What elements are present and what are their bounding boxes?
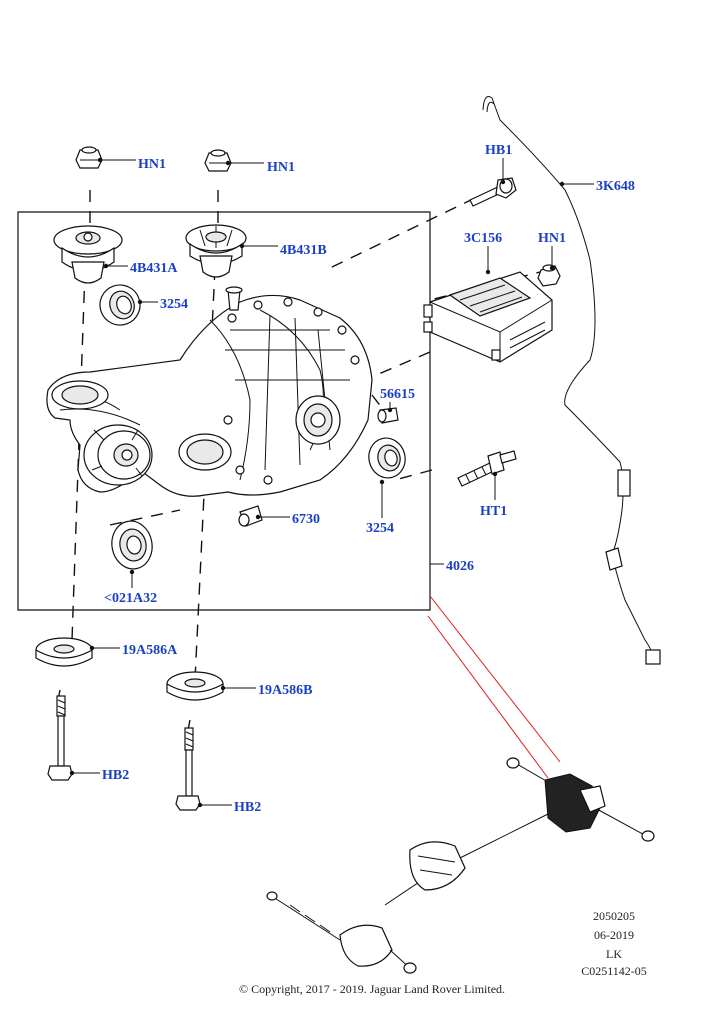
meta-author: LK [606, 947, 622, 961]
label-4b431a: 4B431A [130, 261, 178, 276]
mount-19a586a [35, 637, 93, 667]
differential-housing [46, 286, 373, 497]
label-hn1-right: HN1 [538, 231, 566, 246]
plug-6730 [238, 505, 263, 527]
bolt-hb2-right [175, 727, 201, 811]
meta-ref: C0251142-05 [581, 964, 647, 978]
driveline-overview [266, 757, 655, 974]
seal-3254-left [99, 284, 141, 326]
meta-code: 2050205 [593, 909, 635, 923]
leader-lines [69, 157, 594, 808]
label-hn1-center: HN1 [267, 160, 295, 175]
label-3c156: 3C156 [464, 231, 502, 246]
mount-4b431a [53, 225, 123, 284]
mount-4b431b [185, 224, 247, 278]
label-hb2-right: HB2 [234, 800, 261, 815]
label-4026: 4026 [446, 559, 474, 574]
label-3k648: 3K648 [596, 179, 635, 194]
label-hb1: HB1 [485, 143, 512, 158]
nut-hn1-right [537, 264, 561, 287]
label-3254-right: 3254 [366, 521, 394, 536]
copyright-text: © Copyright, 2017 - 2019. Jaguar Land Ro… [239, 982, 505, 996]
label-6730: 6730 [292, 512, 320, 527]
nut-hn1-center [204, 149, 232, 172]
label-hn1-left: HN1 [138, 157, 166, 172]
mount-19a586b [166, 671, 224, 701]
cable-3k648 [482, 96, 661, 665]
meta-date: 06-2019 [594, 928, 634, 942]
label-hb2-left: HB2 [102, 768, 129, 783]
locator-lines [427, 595, 561, 779]
label-19a586b: 19A586B [258, 683, 312, 698]
label-19a586a: 19A586A [122, 643, 178, 658]
nut-hn1-left [75, 146, 103, 169]
seal-3254-right [368, 437, 406, 479]
label-ht1: HT1 [480, 504, 507, 519]
label-56615: 56615 [380, 387, 415, 402]
seal-021a32 [111, 520, 153, 570]
assembly-frame [17, 211, 431, 611]
bolt-hb1 [469, 177, 517, 207]
label-3254-left: 3254 [160, 297, 188, 312]
module-3c156 [423, 271, 553, 363]
stud-ht1 [457, 450, 517, 487]
bolt-hb2-left [47, 695, 73, 781]
label-021a32: <021A32 [104, 591, 157, 606]
label-4b431b: 4B431B [280, 243, 327, 258]
